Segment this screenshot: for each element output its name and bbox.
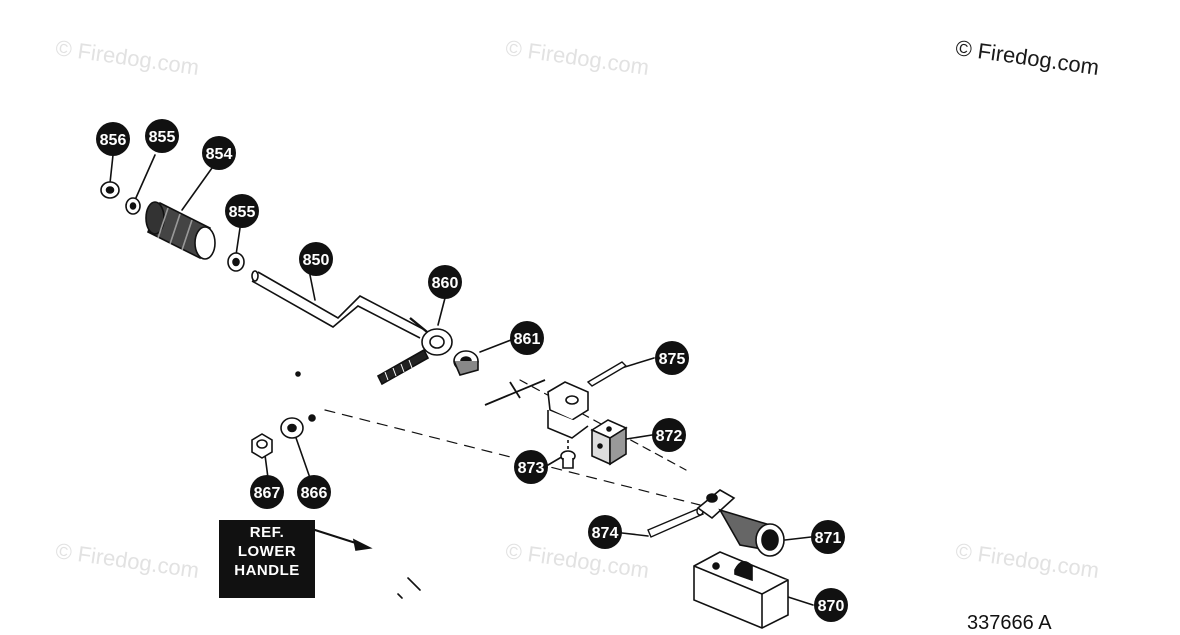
- ref-mark-2: [397, 593, 403, 599]
- washer-856-hole: [105, 186, 115, 194]
- leader-850: [309, 274, 316, 301]
- callout-871: 871: [811, 520, 845, 554]
- callout-badges: 856 855 854 855 850 860 861 875: [96, 119, 848, 622]
- nut-867-hole: [256, 439, 268, 449]
- ref-mark-1: [407, 577, 421, 591]
- svg-text:866: 866: [301, 485, 328, 502]
- svg-text:854: 854: [206, 146, 233, 163]
- leader-854: [181, 167, 213, 211]
- eyebolt-860: [376, 328, 453, 386]
- leader-861: [479, 339, 512, 353]
- reference-label-lower-handle: REF. LOWER HANDLE: [219, 520, 315, 598]
- callout-866: 866: [297, 475, 331, 509]
- svg-text:871: 871: [815, 530, 842, 547]
- handle-grip-854: [145, 201, 216, 260]
- svg-text:855: 855: [229, 204, 256, 221]
- callout-854: 854: [202, 136, 236, 170]
- ref-line-2: LOWER: [237, 543, 297, 560]
- callout-874: 874: [588, 515, 622, 549]
- callout-873: 873: [514, 450, 548, 484]
- diagram-part-number: 337666 A: [967, 612, 1052, 634]
- callout-875: 875: [655, 341, 689, 375]
- nut-861: [453, 350, 479, 376]
- leader-856: [109, 154, 114, 184]
- svg-text:873: 873: [518, 460, 545, 477]
- leader-867: [264, 454, 269, 479]
- svg-text:870: 870: [818, 598, 845, 615]
- leader-866: [294, 434, 311, 479]
- washer-866-hole: [287, 423, 297, 433]
- svg-text:867: 867: [254, 485, 281, 502]
- svg-text:872: 872: [656, 428, 683, 445]
- yoke-bracket: [547, 381, 589, 439]
- screw-873: [560, 440, 576, 469]
- callout-850: 850: [299, 242, 333, 276]
- ref-arrowhead: [352, 538, 373, 551]
- leader-855-a: [134, 154, 156, 201]
- callout-855-a: 855: [145, 119, 179, 153]
- svg-text:860: 860: [432, 275, 459, 292]
- washer-855-b-hole: [232, 257, 240, 267]
- block-872: [590, 419, 628, 466]
- callout-855-b: 855: [225, 194, 259, 228]
- cut-lines: [484, 379, 546, 406]
- assembly-axis: [324, 409, 701, 506]
- ref-line-3: HANDLE: [234, 562, 300, 579]
- svg-text:856: 856: [100, 132, 127, 149]
- leader-874: [621, 532, 649, 537]
- pin-875: [586, 361, 628, 387]
- svg-text:875: 875: [659, 351, 686, 368]
- svg-text:855: 855: [149, 129, 176, 146]
- callout-861: 861: [510, 321, 544, 355]
- clevis-871: [696, 489, 785, 557]
- svg-text:861: 861: [514, 331, 541, 348]
- callout-856: 856: [96, 122, 130, 156]
- small-ball-a: [295, 371, 301, 377]
- leader-860: [437, 297, 446, 326]
- leader-871: [784, 536, 812, 541]
- washer-855-a-hole: [129, 202, 137, 210]
- handle-shaft-850: [251, 270, 433, 339]
- callout-872: 872: [652, 418, 686, 452]
- small-ball-866: [308, 414, 316, 422]
- pin-874: [647, 506, 704, 538]
- base-bracket-870: [693, 551, 789, 629]
- ref-line-1: REF.: [249, 524, 285, 541]
- svg-text:850: 850: [303, 252, 330, 269]
- callout-870: 870: [814, 588, 848, 622]
- callout-867: 867: [250, 475, 284, 509]
- leader-855-b: [235, 227, 241, 256]
- callout-860: 860: [428, 265, 462, 299]
- svg-text:874: 874: [592, 525, 619, 542]
- leader-870: [784, 595, 814, 606]
